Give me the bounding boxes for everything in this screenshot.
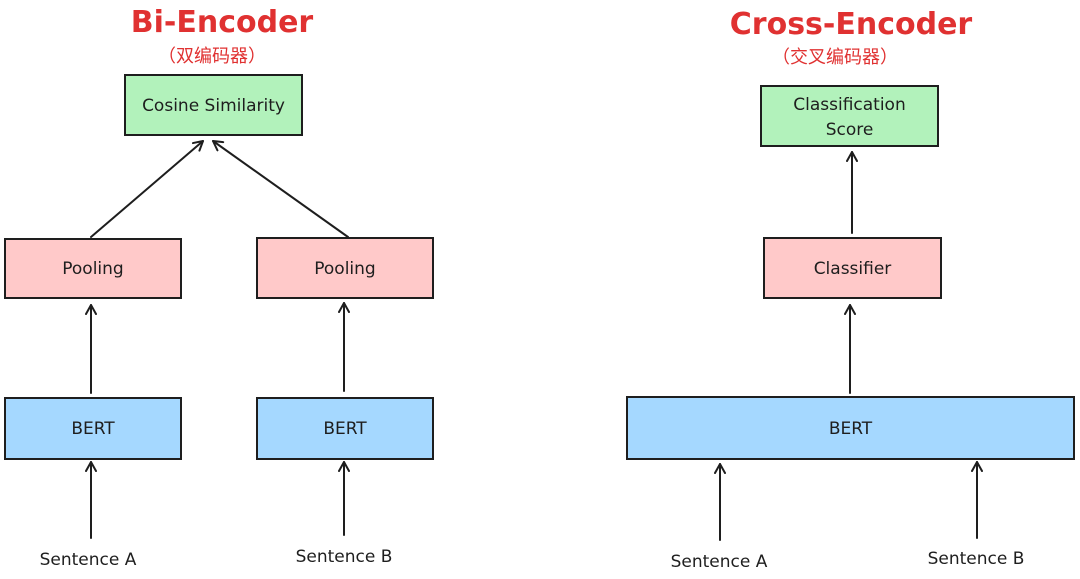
right-bert-box: BERT xyxy=(256,397,434,460)
bi-encoder-subtitle: （双编码器） xyxy=(158,46,266,67)
left-pooling-to-cosine-arrow xyxy=(90,140,204,238)
left-pooling-label: Pooling xyxy=(62,259,123,279)
right-pooling-to-cosine-arrow xyxy=(212,140,349,238)
classification-label-line2: Score xyxy=(826,120,874,140)
cross-bert-box: BERT xyxy=(626,396,1075,460)
cross-encoder-subtitle: （交叉编码器） xyxy=(772,47,898,68)
cosine-similarity-box: Cosine Similarity xyxy=(124,74,303,136)
classifier-box: Classifier xyxy=(763,237,942,299)
bi-sentence-a-label: Sentence A xyxy=(40,550,137,570)
right-pooling-box: Pooling xyxy=(256,237,434,299)
cross-sentence-a-label: Sentence A xyxy=(671,552,768,572)
bi-encoder-title: Bi-Encoder xyxy=(131,5,314,40)
cosine-similarity-label: Cosine Similarity xyxy=(142,96,285,116)
bi-sentence-b-label: Sentence B xyxy=(296,547,393,567)
left-bert-label: BERT xyxy=(71,419,115,439)
cross-bert-label: BERT xyxy=(829,419,873,439)
left-pooling-box: Pooling xyxy=(4,238,182,299)
cross-sentence-b-label: Sentence B xyxy=(928,549,1025,569)
classification-label-line1: Classification xyxy=(793,95,905,115)
right-pooling-label: Pooling xyxy=(314,259,375,279)
left-bert-box: BERT xyxy=(4,397,182,460)
cross-encoder-diagram: Cross-Encoder （交叉编码器） Classification Sco… xyxy=(626,7,1075,572)
cross-encoder-title: Cross-Encoder xyxy=(730,7,973,42)
classification-score-box: Classification Score xyxy=(760,85,939,147)
right-bert-label: BERT xyxy=(323,419,367,439)
bi-encoder-diagram: Bi-Encoder （双编码器） Cosine Similarity Pool… xyxy=(4,5,434,570)
classifier-label: Classifier xyxy=(814,259,892,279)
